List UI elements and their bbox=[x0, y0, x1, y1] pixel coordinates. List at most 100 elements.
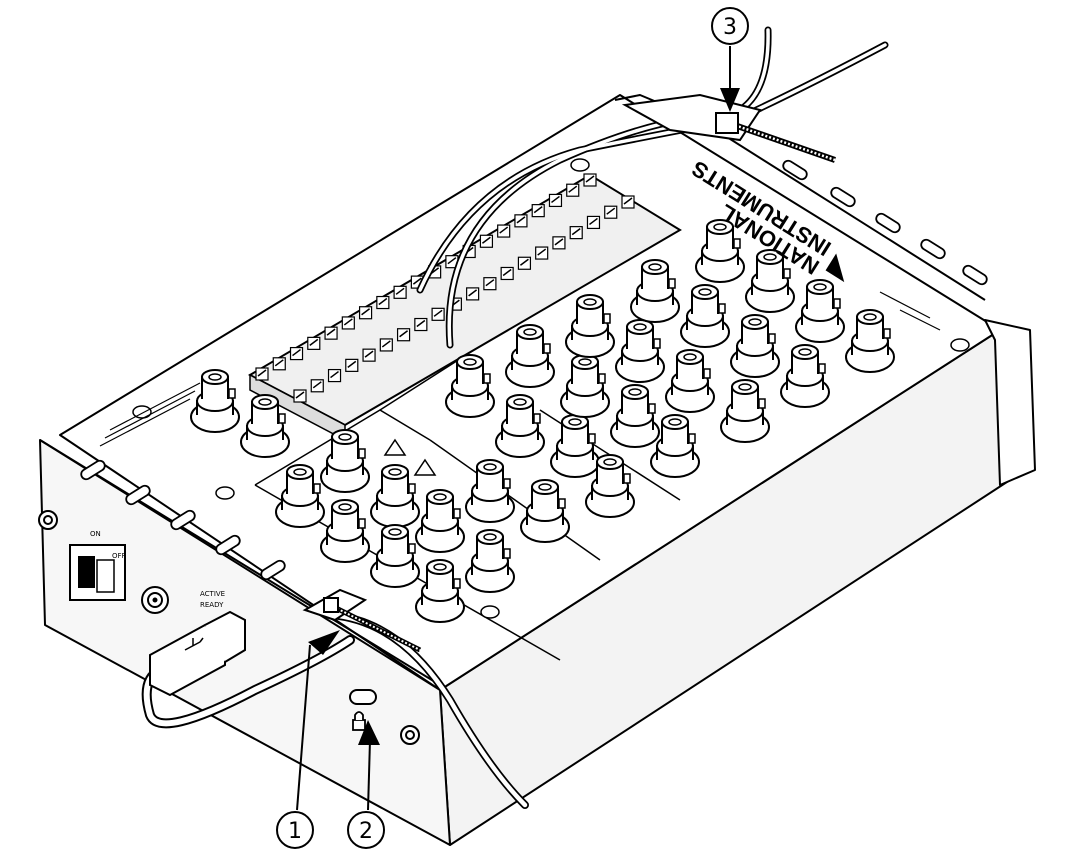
terminal-screw[interactable] bbox=[479, 234, 494, 248]
callout-3-label: 3 bbox=[723, 15, 737, 40]
cable-tie-front bbox=[323, 597, 339, 613]
terminal-screw[interactable] bbox=[362, 348, 376, 362]
terminal-screw[interactable] bbox=[500, 266, 514, 281]
terminal-screw[interactable] bbox=[535, 246, 549, 260]
terminal-screw[interactable] bbox=[379, 338, 393, 352]
bnc-connector[interactable] bbox=[560, 354, 610, 418]
panel-fine-print bbox=[99, 291, 941, 447]
terminal-screw[interactable] bbox=[307, 336, 321, 350]
bnc-connector[interactable] bbox=[565, 294, 615, 358]
ground-screw-right bbox=[400, 725, 420, 745]
terminal-screw[interactable] bbox=[272, 357, 286, 371]
usb-plug[interactable] bbox=[149, 610, 246, 697]
bnc-connector[interactable] bbox=[240, 394, 290, 458]
vent-slots-front bbox=[80, 459, 286, 581]
bnc-connector[interactable] bbox=[745, 249, 795, 313]
terminal-screw[interactable] bbox=[514, 214, 528, 228]
terminal-screw[interactable] bbox=[396, 328, 411, 342]
terminal-screw[interactable] bbox=[566, 183, 580, 197]
bnc-connector[interactable] bbox=[585, 454, 635, 518]
bnc-connector[interactable] bbox=[680, 284, 730, 348]
callout-2-arrow bbox=[358, 720, 380, 745]
terminal-screw[interactable] bbox=[358, 306, 373, 320]
terminal-screw[interactable] bbox=[583, 173, 597, 187]
terminal-screw[interactable] bbox=[552, 236, 566, 250]
power-jack[interactable] bbox=[141, 586, 169, 614]
bnc-connector[interactable] bbox=[520, 479, 570, 543]
terminal-screw[interactable] bbox=[497, 224, 511, 238]
callout-3-arrow bbox=[720, 88, 740, 112]
terminal-screw[interactable] bbox=[604, 205, 618, 219]
terminal-screw[interactable] bbox=[393, 285, 407, 299]
callout-2-label: 2 bbox=[359, 819, 373, 844]
terminal-screw[interactable] bbox=[327, 368, 342, 383]
usb-cable bbox=[141, 610, 355, 729]
terminal-screw[interactable] bbox=[621, 195, 635, 209]
bnc-connectors bbox=[190, 219, 895, 623]
terminal-screw[interactable] bbox=[414, 317, 428, 332]
terminal-screw[interactable] bbox=[324, 326, 338, 340]
security-slot[interactable] bbox=[349, 689, 377, 705]
bnc-connector[interactable] bbox=[370, 524, 420, 588]
terminal-screw[interactable] bbox=[531, 204, 545, 218]
bnc-connector[interactable] bbox=[730, 314, 780, 378]
terminal-screw[interactable] bbox=[586, 215, 601, 230]
bnc-connector[interactable] bbox=[780, 344, 830, 408]
mounting-holes bbox=[132, 158, 970, 619]
callout-2: 2 bbox=[347, 720, 385, 849]
bnc-connector[interactable] bbox=[550, 414, 600, 478]
bnc-connector[interactable] bbox=[695, 219, 745, 283]
bnc-connector[interactable] bbox=[495, 394, 545, 458]
vent-slots-back bbox=[782, 159, 988, 286]
terminal-block bbox=[247, 173, 682, 442]
bnc-connector[interactable] bbox=[610, 384, 660, 448]
cable-tie-back bbox=[715, 112, 739, 134]
ni-eagle-mark bbox=[825, 253, 845, 283]
bnc-connector[interactable] bbox=[415, 559, 465, 623]
bnc-connector[interactable] bbox=[415, 489, 465, 553]
bnc-connector[interactable] bbox=[845, 309, 895, 373]
callout-3: 3 bbox=[711, 7, 749, 112]
strain-relief-back bbox=[621, 93, 836, 163]
terminal-screw[interactable] bbox=[289, 346, 304, 361]
terminal-screws bbox=[255, 173, 635, 403]
bnc-connector[interactable] bbox=[370, 464, 420, 528]
bnc-connector[interactable] bbox=[320, 429, 370, 493]
bnc-connector[interactable] bbox=[650, 414, 700, 478]
callout-1: 1 bbox=[276, 630, 340, 849]
terminal-screw[interactable] bbox=[569, 226, 583, 240]
bnc-connector[interactable] bbox=[720, 379, 770, 443]
bnc-connector[interactable] bbox=[465, 459, 515, 523]
bnc-connector[interactable] bbox=[320, 499, 370, 563]
terminal-screw[interactable] bbox=[466, 287, 480, 301]
terminal-screw[interactable] bbox=[517, 256, 532, 270]
bnc-connector[interactable] bbox=[190, 369, 240, 433]
bnc-connector[interactable] bbox=[465, 529, 515, 593]
ready-label: READY bbox=[200, 601, 224, 609]
off-label: OFF bbox=[112, 552, 126, 560]
ground-screw-left bbox=[38, 510, 58, 530]
bnc-connector[interactable] bbox=[665, 349, 715, 413]
bnc-connector[interactable] bbox=[795, 279, 845, 343]
terminal-screw[interactable] bbox=[310, 379, 324, 393]
usb-icon bbox=[184, 637, 204, 651]
bnc-connector[interactable] bbox=[615, 319, 665, 383]
terminal-screw[interactable] bbox=[293, 389, 307, 403]
terminal-screw[interactable] bbox=[483, 277, 497, 291]
lock-icon bbox=[352, 711, 366, 731]
bnc-connector[interactable] bbox=[445, 354, 495, 418]
bnc-connector[interactable] bbox=[505, 324, 555, 388]
terminal-screw[interactable] bbox=[431, 307, 445, 321]
bnc-connector[interactable] bbox=[630, 259, 680, 323]
active-label: ACTIVE bbox=[200, 590, 225, 598]
signal-wires bbox=[416, 26, 889, 349]
terminal-screw[interactable] bbox=[548, 193, 563, 208]
terminal-screw[interactable] bbox=[345, 358, 359, 372]
terminal-screw[interactable] bbox=[255, 367, 269, 381]
terminal-screw[interactable] bbox=[341, 316, 355, 330]
bnc-connector[interactable] bbox=[275, 464, 325, 528]
terminal-screw[interactable] bbox=[376, 295, 390, 310]
power-switch[interactable] bbox=[69, 544, 126, 601]
callout-1-arrow bbox=[308, 630, 340, 655]
callout-1-label: 1 bbox=[288, 819, 302, 844]
